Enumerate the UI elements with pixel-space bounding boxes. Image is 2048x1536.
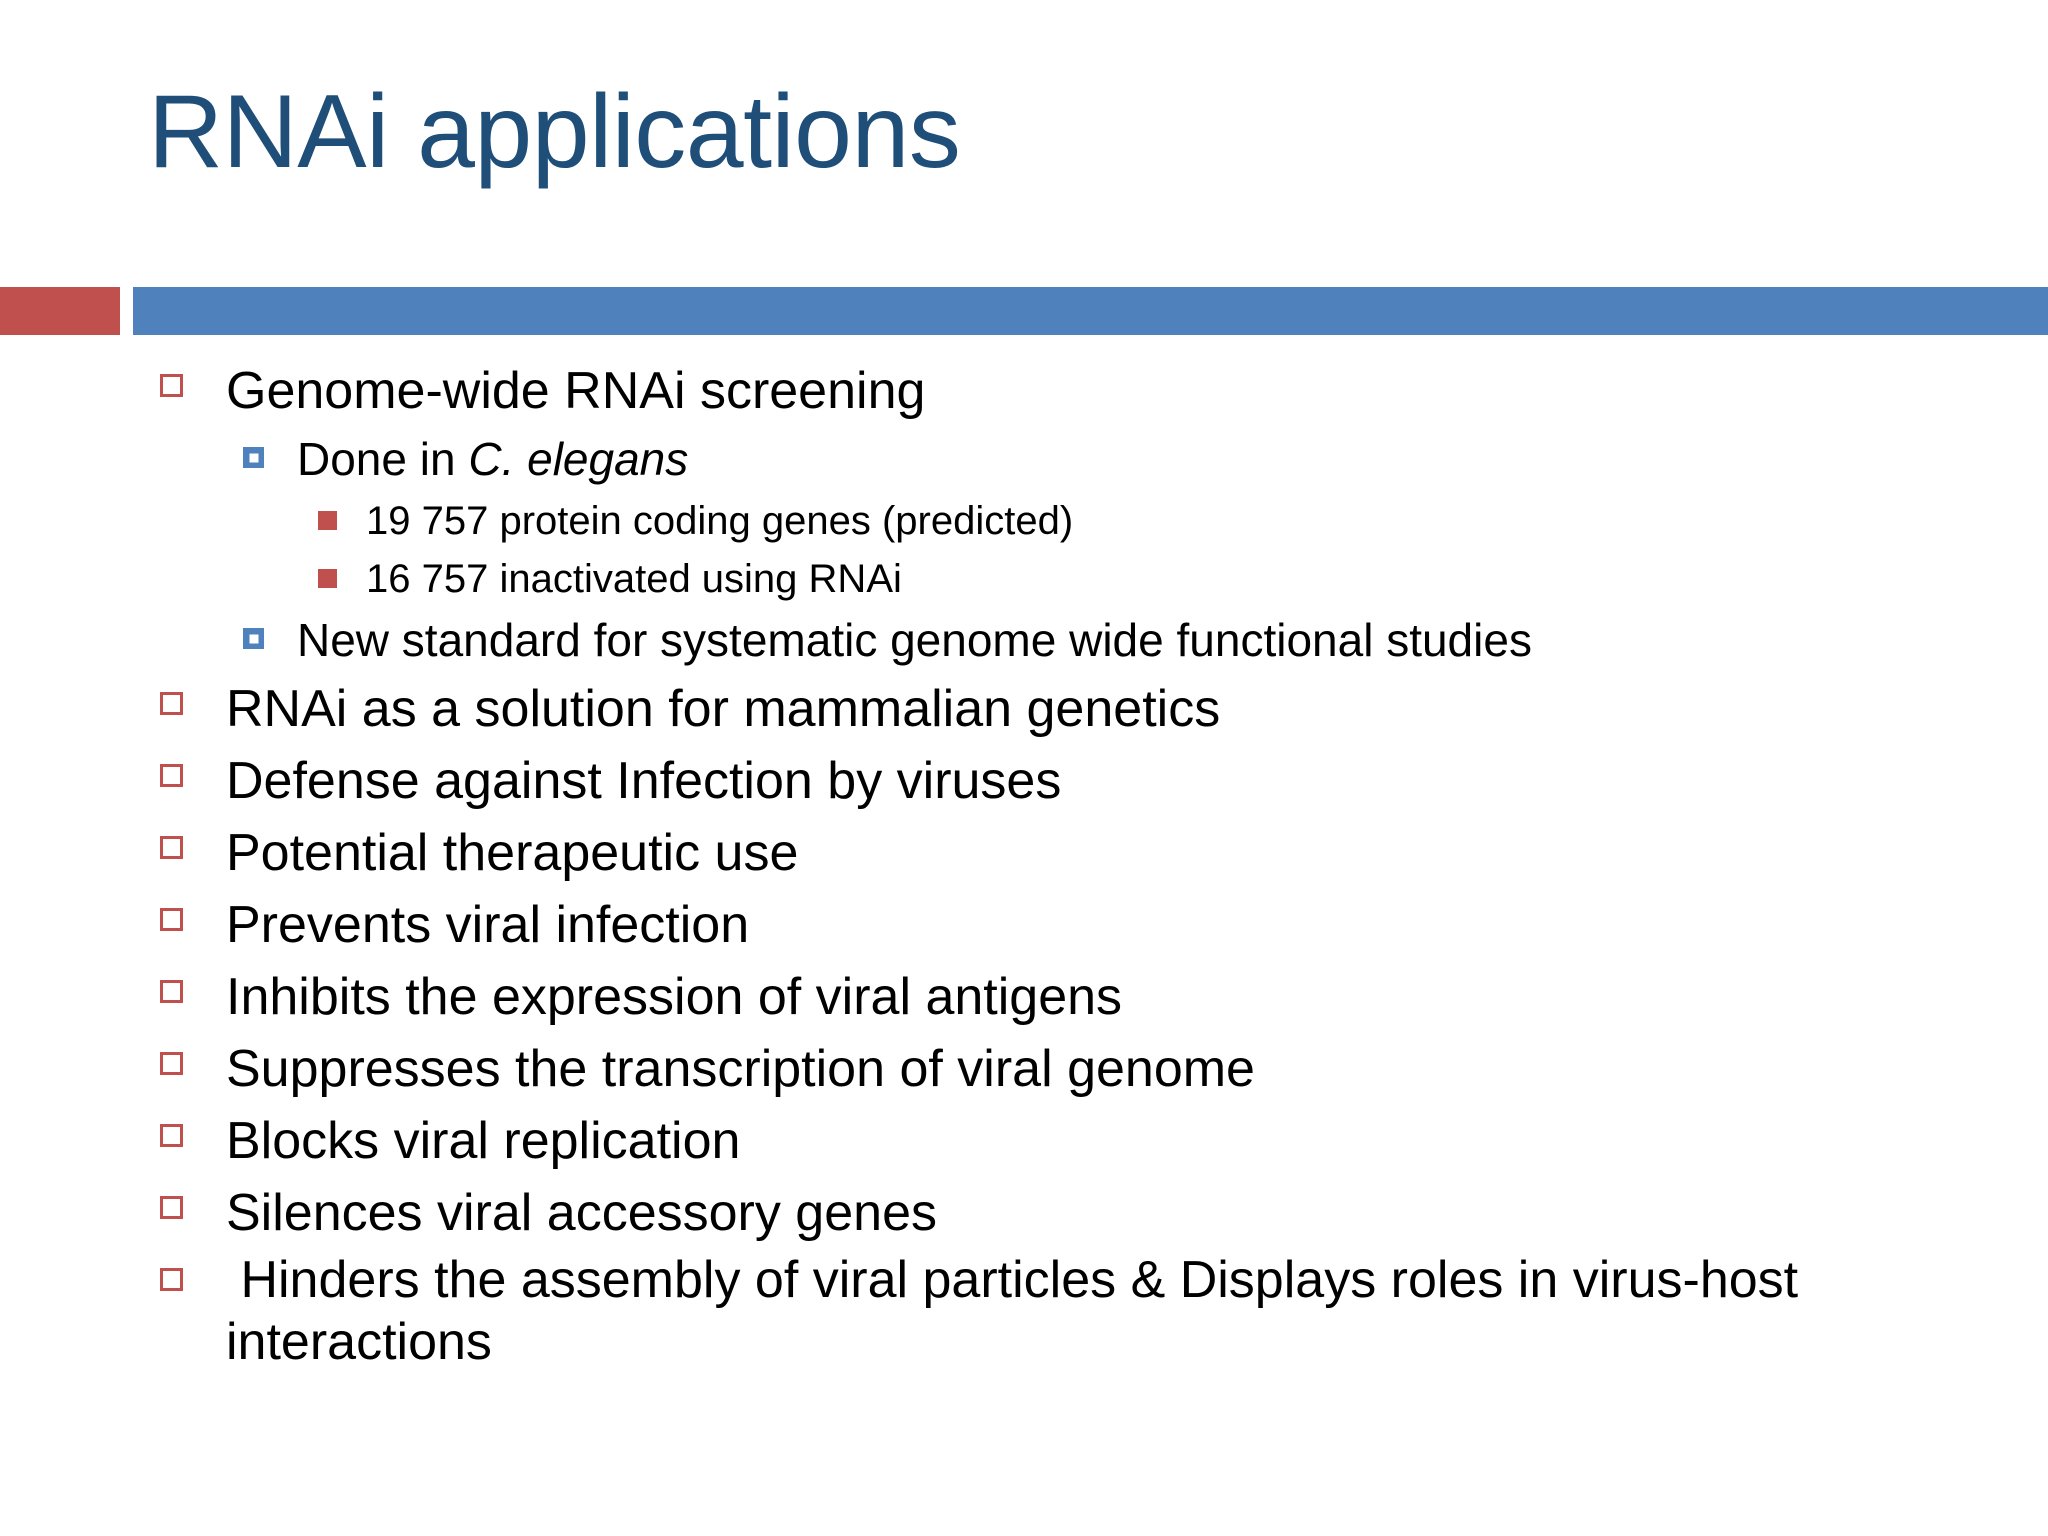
bullet-square-red-icon <box>318 569 337 588</box>
list-item: Inhibits the expression of viral antigen… <box>0 961 2048 1033</box>
bullet-list: Genome-wide RNAi screening Done in C. el… <box>0 355 2048 1373</box>
list-item: New standard for systematic genome wide … <box>0 608 2048 673</box>
bullet-square-red-icon <box>318 511 337 530</box>
list-item-label: Silences viral accessory genes <box>226 1184 937 1242</box>
list-item-label: 19 757 protein coding genes (predicted) <box>366 499 1074 543</box>
bullet-square-outline-icon <box>160 374 183 397</box>
list-item-label: Blocks viral replication <box>226 1112 741 1170</box>
list-item: RNAi as a solution for mammalian genetic… <box>0 673 2048 745</box>
bullet-square-outline-icon <box>160 1196 183 1219</box>
list-item-label: 16 757 inactivated using RNAi <box>366 557 902 601</box>
list-item: Genome-wide RNAi screening <box>0 355 2048 427</box>
list-item: Done in C. elegans <box>0 427 2048 492</box>
list-item: 19 757 protein coding genes (predicted) <box>0 492 2048 550</box>
list-item: Suppresses the transcription of viral ge… <box>0 1033 2048 1105</box>
list-item: Defense against Infection by viruses <box>0 745 2048 817</box>
bullet-square-outline-icon <box>160 1124 183 1147</box>
list-item: Blocks viral replication <box>0 1105 2048 1177</box>
bullet-square-outline-icon <box>160 1268 183 1291</box>
list-item-label: Genome-wide RNAi screening <box>226 362 926 420</box>
list-item: Prevents viral infection <box>0 889 2048 961</box>
bullet-square-outline-icon <box>160 908 183 931</box>
list-item-text: Done in <box>297 433 469 485</box>
list-item: Hinders the assembly of viral particles … <box>0 1249 2048 1373</box>
list-item-label: Inhibits the expression of viral antigen… <box>226 968 1123 1026</box>
list-item-label: Done in C. elegans <box>297 427 2048 492</box>
accent-bar-blue <box>133 287 2048 335</box>
list-item: 16 757 inactivated using RNAi <box>0 550 2048 608</box>
page-title: RNAi applications <box>148 74 961 190</box>
list-item-label: Hinders the assembly of viral particles … <box>226 1251 1813 1371</box>
bullet-square-outline-icon <box>160 836 183 859</box>
bullet-square-outline-icon <box>160 980 183 1003</box>
bullet-square-blue-icon <box>243 628 264 649</box>
list-item: Silences viral accessory genes <box>0 1177 2048 1249</box>
list-item-species-italic: C. elegans <box>468 433 689 485</box>
bullet-square-outline-icon <box>160 764 183 787</box>
bullet-square-outline-icon <box>160 1052 183 1075</box>
bullet-square-outline-icon <box>160 692 183 715</box>
list-item-label: New standard for systematic genome wide … <box>297 614 1532 666</box>
list-item-label: Defense against Infection by viruses <box>226 752 1062 810</box>
bullet-square-blue-icon <box>243 447 264 468</box>
list-item: Potential therapeutic use <box>0 817 2048 889</box>
list-item-label: Prevents viral infection <box>226 896 750 954</box>
list-item-label: RNAi as a solution for mammalian genetic… <box>226 680 1221 738</box>
list-item-label: Potential therapeutic use <box>226 824 799 882</box>
accent-bar-red <box>0 287 120 335</box>
list-item-label: Suppresses the transcription of viral ge… <box>226 1040 1255 1098</box>
